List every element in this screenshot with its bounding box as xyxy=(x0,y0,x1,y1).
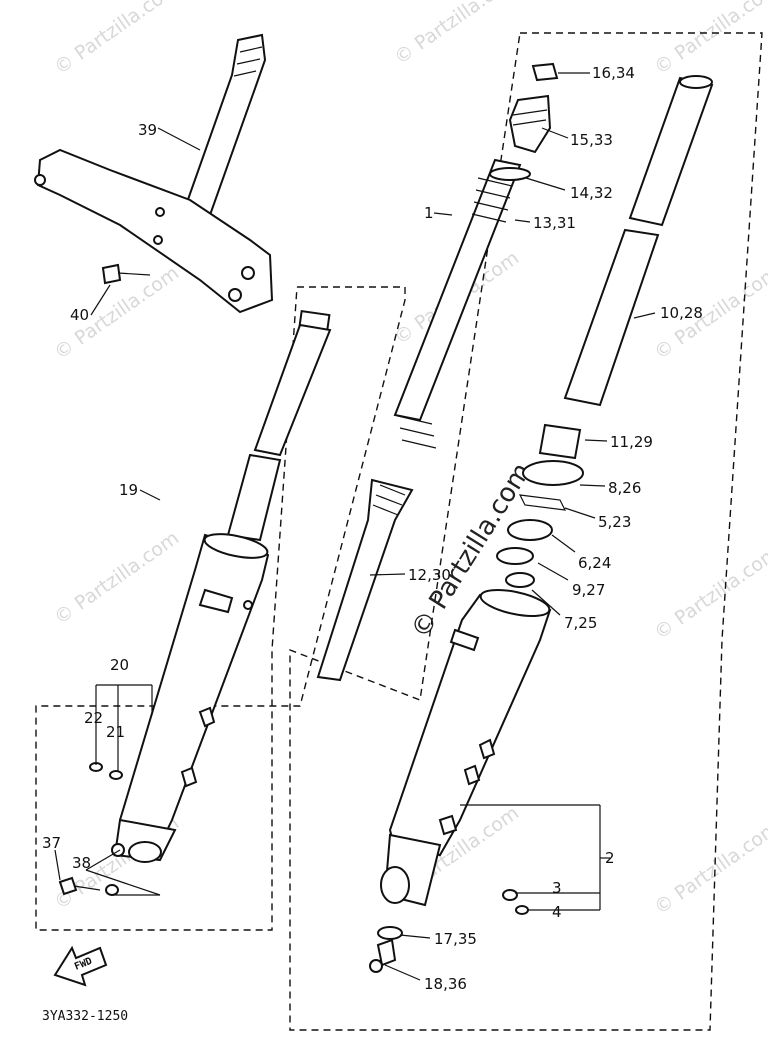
callout-4: 4 xyxy=(552,903,562,921)
callout-8-26: 8,26 xyxy=(608,479,641,497)
callout-1: 1 xyxy=(424,204,434,222)
spring-seat xyxy=(489,167,531,181)
callout-7-25: 7,25 xyxy=(564,614,597,632)
left-fork-assembly xyxy=(111,310,332,863)
cap-bolt xyxy=(508,94,552,154)
damper-rod-parts xyxy=(316,62,559,682)
right-inner-tube-upper xyxy=(628,76,714,227)
callout-14-32: 14,32 xyxy=(570,184,613,202)
right-fork-assembly xyxy=(369,75,714,973)
callout-17-35: 17,35 xyxy=(434,930,477,948)
callout-12-30: 12,30 xyxy=(408,566,451,584)
callout-9-27: 9,27 xyxy=(572,581,605,599)
steering-stem-bracket xyxy=(34,33,274,314)
drain-washer xyxy=(377,926,403,940)
watermark-text: © Partzilla.com xyxy=(650,542,768,644)
retainer xyxy=(496,547,534,565)
cap-bolt-seal xyxy=(531,62,559,82)
right-inner-tube xyxy=(563,228,660,407)
fwd-arrow-icon xyxy=(53,945,108,987)
right-outer-tube xyxy=(388,593,552,857)
callout-13-31: 13,31 xyxy=(533,214,576,232)
watermark-text: © Partzilla.com xyxy=(390,0,523,69)
callout-22: 22 xyxy=(84,709,103,727)
fork-spring xyxy=(393,158,522,422)
washer xyxy=(507,519,553,541)
left-inner-tube xyxy=(253,323,332,457)
callout-15-33: 15,33 xyxy=(570,131,613,149)
slide-bushing xyxy=(538,423,582,460)
callout-39: 39 xyxy=(138,121,157,139)
callout-3: 3 xyxy=(552,879,562,897)
fwd-arrow: FWD xyxy=(53,945,108,987)
assembly-boundaries xyxy=(35,32,763,1031)
left-small-parts xyxy=(58,762,123,896)
steering-stem xyxy=(183,33,267,217)
callout-38: 38 xyxy=(72,854,91,872)
callout-6-24: 6,24 xyxy=(578,554,611,572)
watermark-text: © Partzilla.com xyxy=(650,0,768,79)
oil-seal xyxy=(522,460,584,486)
callout-37: 37 xyxy=(42,834,61,852)
bracket-bolt xyxy=(101,263,122,285)
callout-16-34: 16,34 xyxy=(592,64,635,82)
callout-21: 21 xyxy=(106,723,125,741)
callout-5-23: 5,23 xyxy=(598,513,631,531)
watermark-text: © Partzilla.com xyxy=(50,0,183,79)
left-outer-tube xyxy=(119,533,270,847)
callout-11-29: 11,29 xyxy=(610,433,653,451)
callout-20: 20 xyxy=(110,656,129,674)
lower-bracket xyxy=(36,148,274,314)
callout-10-28: 10,28 xyxy=(660,304,703,322)
boundary-left-assembly xyxy=(35,286,406,931)
drain-bolt xyxy=(376,938,397,967)
leader-lines xyxy=(54,72,656,981)
damper-rod xyxy=(316,478,414,682)
diagram-code: 3YA332-1250 xyxy=(42,1009,128,1024)
callout-19: 19 xyxy=(119,481,138,499)
callout-18-36: 18,36 xyxy=(424,975,467,993)
callout-40: 40 xyxy=(70,306,89,324)
callout-labels: 16,34 15,33 14,32 13,31 1 10,28 11,29 8,… xyxy=(42,64,703,993)
watermark-text: © Partzilla.com xyxy=(50,527,183,629)
callout-2: 2 xyxy=(605,849,615,867)
watermark-text: © Partzilla.com xyxy=(650,817,768,919)
